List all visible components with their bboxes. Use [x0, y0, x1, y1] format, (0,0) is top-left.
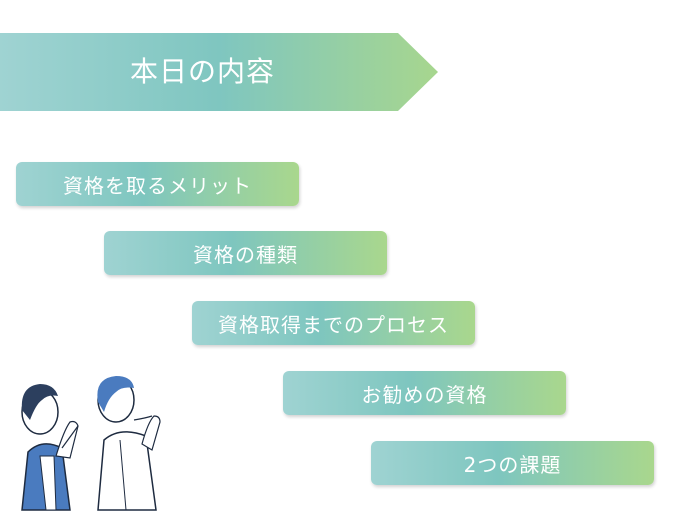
page-title: 本日の内容	[130, 55, 276, 88]
thinking-businessmen-icon	[0, 360, 200, 511]
agenda-item-types: 資格の種類	[104, 231, 387, 275]
businessman-left	[21, 384, 79, 511]
banner-arrow-shape	[0, 33, 438, 111]
agenda-item-label: 資格の種類	[193, 242, 298, 267]
agenda-item-assignments: 2つの課題	[371, 441, 654, 485]
businessman-right	[97, 376, 161, 511]
agenda-item-label: 2つの課題	[463, 452, 562, 477]
agenda-item-recommended: お勧めの資格	[283, 371, 566, 415]
agenda-item-label: 資格を取るメリット	[63, 173, 252, 198]
title-banner: 本日の内容	[0, 33, 438, 111]
agenda-item-label: お勧めの資格	[361, 382, 488, 407]
agenda-item-label: 資格取得までのプロセス	[218, 312, 449, 337]
agenda-item-process: 資格取得までのプロセス	[192, 301, 475, 345]
agenda-item-merits: 資格を取るメリット	[16, 162, 299, 206]
